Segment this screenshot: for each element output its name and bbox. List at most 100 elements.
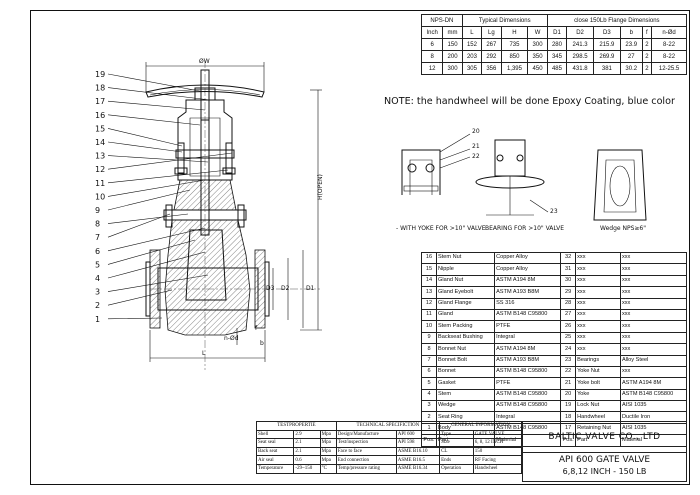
parts-cell: AISI 1035 <box>619 400 688 413</box>
parts-cell: Gland Nut <box>435 274 496 288</box>
parts-cell: xxx <box>619 297 688 310</box>
dims-cell: 300 <box>442 62 463 75</box>
callout-number: 2 <box>95 301 100 310</box>
wedge-caption: Wedge NPS≥6" <box>600 225 647 232</box>
callout-leader <box>107 317 163 320</box>
parts-cell: Gland Flange <box>435 297 496 310</box>
dims-col-header: D2 <box>566 26 594 39</box>
spec-cell: Temp/pressure rating <box>335 463 397 474</box>
callout-number: 5 <box>95 260 100 269</box>
dims-cell: 23.9 <box>619 38 643 51</box>
dims-cell: 350 <box>527 50 548 63</box>
callout-number: 4 <box>95 274 100 283</box>
detail-23: 23 <box>550 208 558 215</box>
spec-head-tech: TECHNICAL SPECIFICTION <box>335 421 441 431</box>
dim-f: f <box>255 325 258 332</box>
parts-cell: xxx <box>619 365 688 379</box>
parts-cell: ASTM B148 C95800 <box>494 388 562 402</box>
dims-cell: 203 <box>461 50 483 63</box>
company-name: BALTIC VALVE CO., LTD <box>548 432 661 442</box>
spec-cell: Test/inspection <box>335 438 397 448</box>
parts-cell: ASTM A194 8M <box>619 377 688 390</box>
dims-col-header: D3 <box>592 26 621 39</box>
spec-cell: Handwheel <box>472 463 523 474</box>
parts-cell: Integral <box>494 331 562 345</box>
parts-cell: xxx <box>619 331 688 345</box>
parts-cell: 25 <box>560 331 577 345</box>
parts-cell: xxx <box>575 331 621 345</box>
callout-number: 7 <box>95 233 100 242</box>
parts-cell: xxx <box>575 308 621 322</box>
parts-cell: ASTM B148 C95800 <box>494 308 562 322</box>
callout-leader <box>107 251 206 279</box>
spec-head-general: GENERAL INFORMATION <box>439 421 522 431</box>
dims-cell: 850 <box>500 50 529 63</box>
parts-cell: PTFE <box>494 377 562 390</box>
parts-cell: Material <box>619 434 688 447</box>
bearing-caption: BEARING FOR >10" VALVE <box>485 225 564 232</box>
dims-col-header: L <box>461 26 483 39</box>
detail-21: 21 <box>472 143 480 150</box>
callout-number: 15 <box>95 124 105 133</box>
dims-cell: 215.9 <box>592 38 621 51</box>
spec-cell: Operation <box>439 463 474 474</box>
parts-cell: Bearings <box>575 354 621 367</box>
parts-cell: Bonnet Bolt <box>435 354 496 367</box>
parts-cell: Pos. <box>560 434 577 447</box>
parts-cell: PTFE <box>494 320 562 333</box>
parts-cell: xxx <box>575 274 621 288</box>
spec-cell: 2.1 <box>293 438 321 448</box>
parts-cell: xxx <box>619 320 688 333</box>
parts-cell: Stem Packing <box>435 320 496 333</box>
spec-cell: 2.1 <box>293 446 321 457</box>
parts-cell: ASTM A193 B8M <box>494 354 562 367</box>
dim-h-open: H(OPEN) <box>317 174 324 200</box>
spec-cell: -29~150 <box>293 463 321 474</box>
parts-cell: 16 <box>421 251 437 265</box>
parts-cell: ASTM A194 8M <box>494 343 562 356</box>
dims-col-header: Inch <box>420 26 444 39</box>
parts-cell: 27 <box>560 308 577 322</box>
dims-col-header: D1 <box>546 26 568 39</box>
coating-note: NOTE: the handwheel will be done Epoxy C… <box>384 96 675 107</box>
spec-cell: Face to face <box>335 446 397 457</box>
parts-cell: Alloy Steel <box>619 354 688 367</box>
detail-20: 20 <box>472 128 480 135</box>
parts-cell: xxx <box>575 343 621 356</box>
parts-cell: Gland Eyebolt <box>435 286 496 299</box>
callout-leader <box>107 213 189 224</box>
parts-cell: ASTM A194 8M <box>494 274 562 288</box>
parts-cell: xxx <box>619 286 688 299</box>
callout-number: 9 <box>95 206 100 215</box>
callout-leader <box>107 179 206 197</box>
parts-cell: Bonnet <box>435 365 496 379</box>
dims-cell: 2 <box>641 38 653 51</box>
parts-cell: xxx <box>575 263 621 276</box>
spec-cell: API 598 <box>395 438 441 448</box>
title-block: BALTIC VALVE CO., LTD API 600 GATE VALVE… <box>522 421 687 482</box>
callout-number: 6 <box>95 247 100 256</box>
parts-cell: 22 <box>560 365 577 379</box>
parts-cell: Lock Nut <box>575 400 621 413</box>
parts-cell: 20 <box>560 388 577 402</box>
parts-cell: 6 <box>421 365 437 379</box>
parts-cell: 31 <box>560 263 577 276</box>
parts-cell: Gasket <box>435 377 496 390</box>
parts-cell: xxx <box>619 274 688 288</box>
callout-leader <box>107 239 196 265</box>
parts-cell: ASTM A193 B8M <box>494 286 562 299</box>
